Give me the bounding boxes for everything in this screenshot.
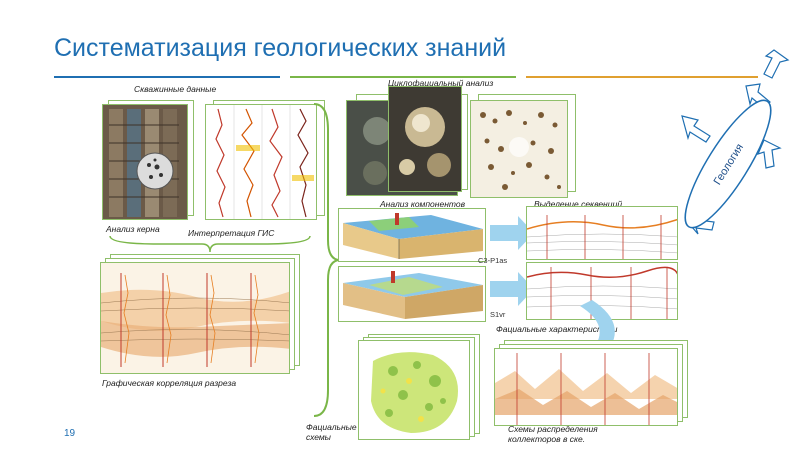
page-title: Систематизация геологических знаний [54,34,507,62]
geology-diagram: Геология [681,49,790,235]
label-gis-interpretation: Интерпретация ГИС [188,228,275,238]
core-photo-stack [102,100,196,220]
block-arrow-icon [490,216,534,250]
label-facies-characteristics: Фациальные характеристики [496,324,618,334]
block-diagram-1 [338,208,488,264]
facies-map-stack [358,334,482,442]
header-rule-blue [54,76,280,78]
block-arrow-icon [490,272,534,306]
thin-section-image-3 [471,101,567,197]
block-diagram-image-1 [339,209,485,261]
sequence-section-image-1 [527,207,677,259]
reservoir-section-stack [494,340,690,426]
thin-section-image-2 [389,87,461,191]
label-facies-schemes: Фациальные схемы [306,422,357,442]
label-core-analysis: Анализ керна [106,224,160,234]
facies-map-image [359,341,469,439]
gis-log-stack [205,100,325,220]
label-reservoir-schemes: Схемы распределения коллекторов в ске. [508,424,598,444]
label-sequence-selection: Выделение секвенций [534,199,623,209]
page-number: 19 [64,428,76,439]
label-well-data: Скважинные данные [134,84,217,94]
block-diagram-2 [338,266,488,324]
reservoir-section-image [495,349,677,425]
header-rule-green [290,76,516,78]
header-rule-orange [526,76,758,78]
correlation-section-image [101,263,289,373]
sequence-section-1 [526,206,680,262]
label-component-analysis: Анализ компонентов [380,199,466,209]
sequence-section-image-2 [527,263,677,319]
correlation-section-stack [100,254,300,374]
label-cyclofacies: Циклофациальный анализ [388,78,494,88]
core-photo-image [103,105,187,219]
block-diagram-image-2 [339,267,485,321]
label-unit-s1vr: S1vr [490,310,506,319]
thin-section-stack-3 [470,94,578,198]
gis-log-image [206,105,316,219]
label-graphic-correlation: Графическая корреляция разреза [102,378,237,388]
label-unit-c3p1as: C3-P1as [478,256,508,265]
thin-section-stack-2 [388,86,464,196]
curly-brace-icon [109,235,311,253]
